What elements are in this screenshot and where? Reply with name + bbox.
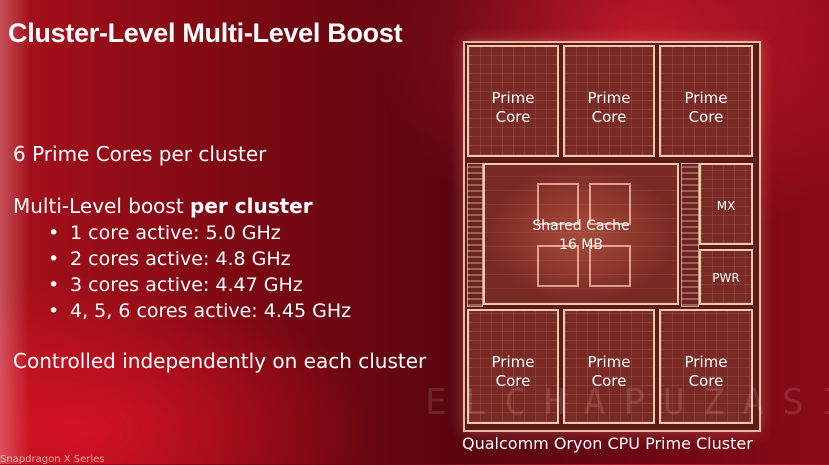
bullet-glyph: •	[48, 222, 60, 244]
boost-heading-prefix: Multi-Level boost	[13, 194, 191, 218]
bullet-text: 1 core active: 5.0 GHz	[70, 222, 281, 244]
boost-heading-bold: per cluster	[190, 194, 313, 218]
cache-bank	[537, 245, 579, 287]
slide-title: Cluster-Level Multi-Level Boost	[8, 18, 403, 48]
bullet-glyph: •	[48, 248, 60, 270]
bullet-item: • 2 cores active: 4.8 GHz	[48, 246, 351, 272]
bullet-item: • 3 cores active: 4.47 GHz	[48, 272, 351, 298]
pwr-label: PWR	[712, 271, 740, 285]
pwr-block: PWR	[699, 249, 753, 305]
bullet-item: • 1 core active: 5.0 GHz	[48, 220, 351, 246]
boost-bullet-list: • 1 core active: 5.0 GHz • 2 cores active:…	[48, 220, 351, 324]
interconnect-strip	[681, 163, 699, 307]
bullet-text: 3 cores active: 4.47 GHz	[70, 274, 303, 296]
bullet-item: • 4, 5, 6 cores active: 4.45 GHz	[48, 298, 351, 324]
footer-product-name: Snapdragon X Series	[0, 454, 105, 465]
mx-label: MX	[716, 199, 736, 213]
interconnect-strip	[467, 163, 483, 307]
left-glow	[0, 0, 30, 464]
diagram-caption: Qualcomm Oryon CPU Prime Cluster	[462, 434, 753, 453]
cache-bank	[589, 183, 631, 225]
site-watermark: ELCHAPUZASINFORMATICO	[425, 382, 829, 423]
cache-bank	[537, 183, 579, 225]
multi-level-boost-heading: Multi-Level boost per cluster	[13, 194, 313, 218]
controlled-independently-text: Controlled independently on each cluster	[13, 349, 427, 373]
cores-per-cluster-text: 6 Prime Cores per cluster	[13, 142, 267, 166]
mx-block: MX	[699, 163, 753, 245]
bullet-glyph: •	[48, 300, 60, 322]
bullet-glyph: •	[48, 274, 60, 296]
bullet-text: 2 cores active: 4.8 GHz	[70, 248, 291, 270]
cache-bank	[589, 245, 631, 287]
bullet-text: 4, 5, 6 cores active: 4.45 GHz	[70, 300, 352, 322]
